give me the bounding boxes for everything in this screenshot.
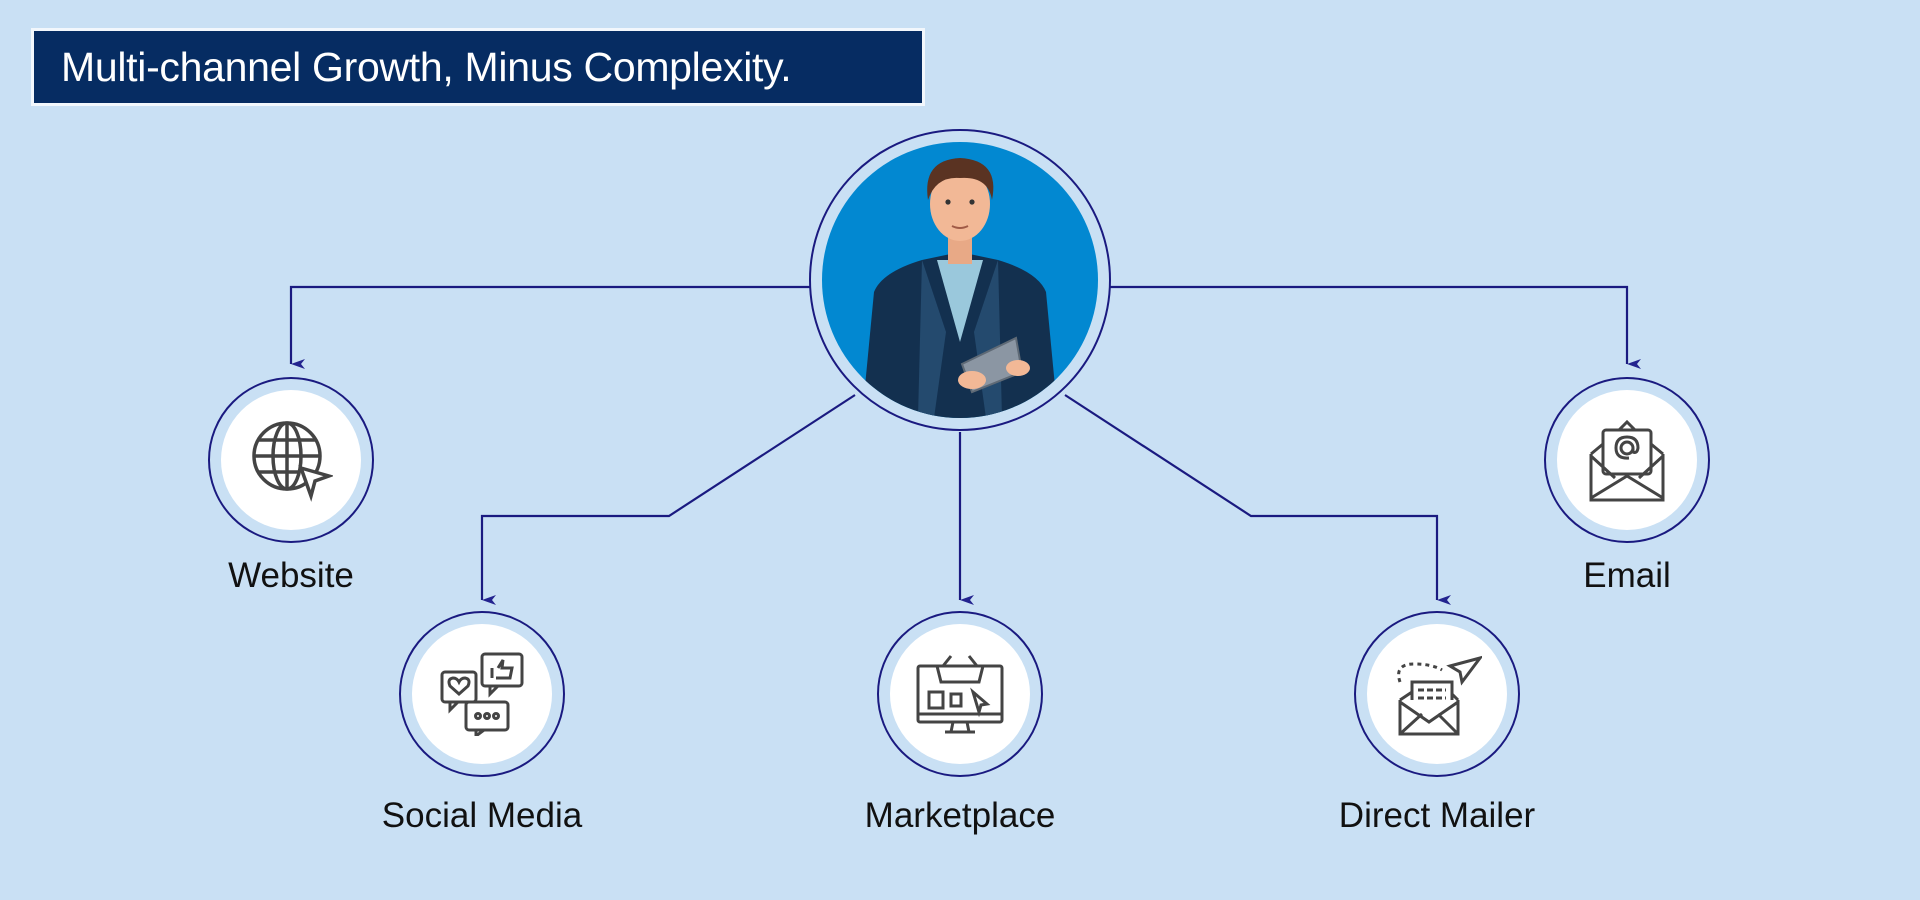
channel-marketplace[interactable] [877, 611, 1043, 777]
channel-social-media[interactable] [399, 611, 565, 777]
page-title: Multi-channel Growth, Minus Complexity. [31, 28, 925, 106]
chat-bubbles-icon [440, 652, 524, 736]
channel-label-website: Website [228, 556, 354, 595]
businessman-with-tablet-icon [862, 158, 1058, 418]
connector-direct-mailer [1064, 394, 1451, 605]
connector-email [1110, 285, 1641, 369]
channel-email[interactable] [1544, 377, 1710, 543]
channel-website[interactable] [208, 377, 374, 543]
channel-label-email: Email [1583, 556, 1671, 595]
envelope-paper-plane-icon [1397, 655, 1482, 736]
hub-avatar [809, 129, 1111, 431]
channel-label-marketplace: Marketplace [864, 796, 1056, 835]
monitor-shopping-basket-icon [916, 655, 1004, 734]
connector-website [289, 285, 810, 369]
envelope-at-icon [1589, 419, 1665, 502]
channel-direct-mailer[interactable] [1354, 611, 1520, 777]
channel-label-direct-mailer: Direct Mailer [1338, 796, 1536, 835]
channel-label-social-media: Social Media [381, 796, 583, 835]
connector-social-media [480, 394, 856, 605]
globe-cursor-icon [252, 421, 333, 502]
